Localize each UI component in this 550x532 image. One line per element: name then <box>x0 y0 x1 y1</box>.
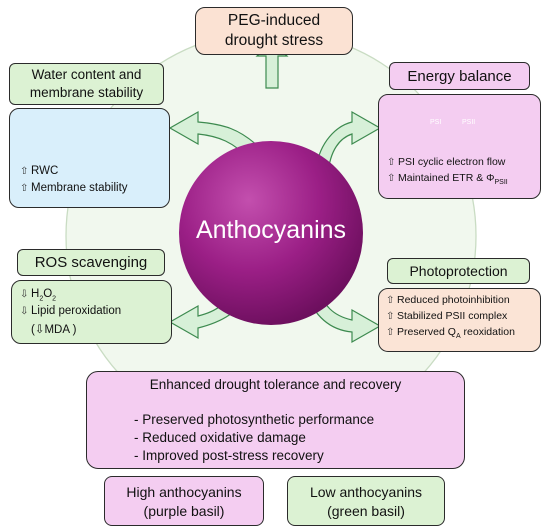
high-line2: (purple basil) <box>143 503 225 519</box>
photo-detail-box <box>378 288 541 352</box>
tolerance-box: Enhanced drought tolerance and recovery … <box>86 371 465 469</box>
ros-title: ROS scavenging <box>34 254 148 271</box>
down-arrow-icon: ⇩ <box>20 289 29 300</box>
photo-item-psii: ⇧Stabilized PSII complex <box>386 310 508 322</box>
low-line1: Low anthocyanins <box>309 484 423 500</box>
up-arrow-icon: ⇧ <box>386 311 395 322</box>
high-anthocyanins-box: High anthocyanins (purple basil) <box>104 476 264 526</box>
photo-item-photoinhibition: ⇧Reduced photoinhibition <box>386 294 510 306</box>
up-arrow-icon: ⇧ <box>387 173 396 184</box>
tolerance-item-3: - Improved post-stress recovery <box>134 448 324 463</box>
up-arrow-icon: ⇧ <box>386 295 395 306</box>
ros-item-lipid: ⇩Lipid peroxidation <box>20 305 122 317</box>
stress-title-line2: drought stress <box>224 32 324 49</box>
water-title-line2: membrane stability <box>29 85 144 100</box>
water-item-membrane: ⇧Membrane stability <box>20 182 128 194</box>
ros-detail-box <box>11 280 172 344</box>
ros-item-mda: (⇩MDA ) <box>31 324 77 336</box>
stress-title-line1: PEG-induced <box>227 12 321 29</box>
tolerance-item-1: - Preserved photosynthetic performance <box>134 412 375 427</box>
photo-title: Photoprotection <box>409 263 508 279</box>
up-arrow-icon: ⇧ <box>20 183 29 194</box>
tolerance-item-2: - Reduced oxidative damage <box>134 430 306 445</box>
stress-box: PEG-induced drought stress <box>195 7 353 55</box>
up-arrow-icon: ⇧ <box>386 327 395 338</box>
water-title-line1: Water content and <box>31 67 142 82</box>
energy-detail-box <box>378 94 541 199</box>
psi-label: PSI <box>430 119 442 126</box>
photo-title-box: Photoprotection <box>387 258 530 284</box>
ros-item-h2o2: ⇩H2O2 <box>20 288 57 303</box>
center-label: Anthocyanins <box>195 216 347 244</box>
psii-label: PSII <box>462 119 476 126</box>
energy-item-cyclic: ⇧PSI cyclic electron flow <box>387 156 506 168</box>
low-line2: (green basil) <box>327 503 405 519</box>
high-line1: High anthocyanins <box>126 484 242 500</box>
up-arrow-icon: ⇧ <box>20 166 29 177</box>
tolerance-title: Enhanced drought tolerance and recovery <box>149 377 402 392</box>
up-arrow-icon: ⇧ <box>387 157 396 168</box>
energy-item-etr: ⇧Maintained ETR & ΦPSII <box>387 172 508 187</box>
water-title-box: Water content and membrane stability <box>9 63 164 105</box>
water-item-rwc: ⇧RWC <box>20 165 59 177</box>
water-detail-box <box>9 108 170 208</box>
ros-title-box: ROS scavenging <box>17 249 165 276</box>
anthocyanins-circle <box>179 141 363 325</box>
down-arrow-icon: ⇩ <box>20 306 29 317</box>
photo-item-qa: ⇧Preserved QA reoxidation <box>386 326 515 341</box>
energy-title-box: Energy balance <box>389 62 530 90</box>
energy-title: Energy balance <box>407 68 512 85</box>
low-anthocyanins-box: Low anthocyanins (green basil) <box>287 476 445 526</box>
